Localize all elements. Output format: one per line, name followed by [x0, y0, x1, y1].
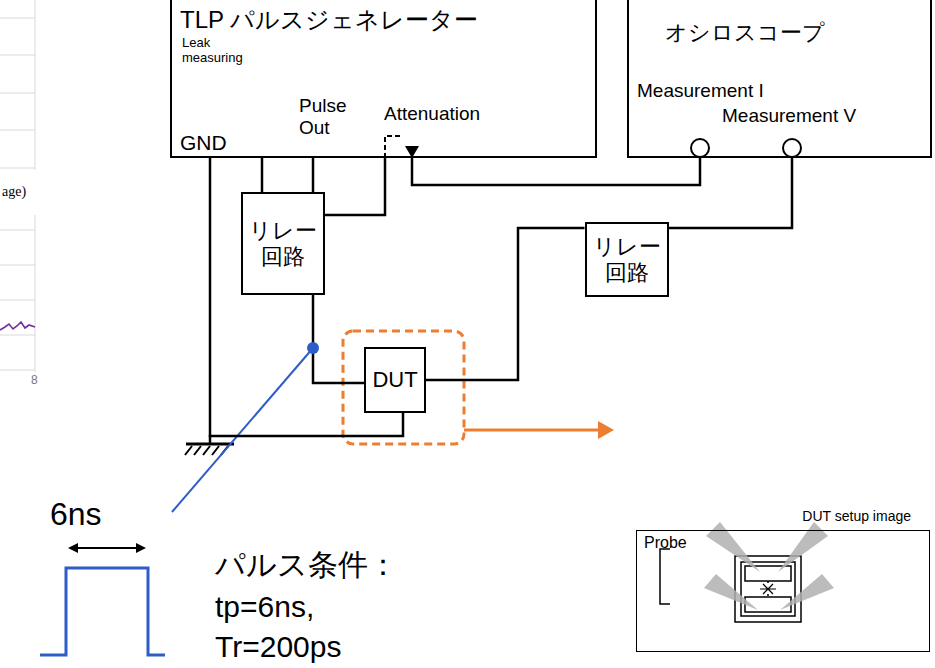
- chart-fragment: [0, 215, 35, 372]
- probe-needle: [704, 574, 758, 610]
- ground-symbol: [186, 443, 234, 446]
- box-caption: DUT setup image: [802, 508, 911, 524]
- ground-symbol: [185, 435, 234, 455]
- pulse-generator-box: TLP パルスジェネレーターLeak measuringGND Pulse Out…: [170, 0, 597, 158]
- probe-needle: [704, 522, 834, 610]
- box-label: リレー 回路: [593, 234, 661, 285]
- port-label: Attenuation: [384, 103, 480, 125]
- condition-value: tp=6ns,: [215, 590, 314, 625]
- wire: [210, 158, 403, 436]
- wire-line: [261, 158, 264, 192]
- wire-line: [210, 158, 403, 436]
- width-dimension: [136, 543, 146, 553]
- probe-label: Probe: [644, 534, 687, 552]
- wire: [426, 228, 585, 380]
- condition-value: Tr=200ps: [215, 630, 341, 665]
- box-title: TLP パルスジェネレーター: [180, 6, 478, 34]
- port-label: Pulse Out: [299, 95, 355, 139]
- chart-fragment: [0, 0, 35, 170]
- attenuation-symbol: [385, 136, 419, 158]
- chip-figure: [735, 556, 801, 622]
- wire-line: [669, 158, 793, 228]
- width-dimension: [76, 547, 138, 549]
- relay-box: リレー 回路: [241, 192, 325, 295]
- wire: [313, 158, 314, 192]
- wire-line: [312, 158, 315, 192]
- pulse-width-label: 6ns: [50, 496, 102, 533]
- probe-needle: [780, 574, 834, 610]
- tick-label: 8: [31, 374, 38, 388]
- wire: [325, 158, 385, 215]
- port-label: Leak measuring: [182, 36, 262, 66]
- wire: [313, 295, 364, 383]
- wire: [669, 158, 793, 228]
- axis-label: age): [2, 184, 26, 200]
- oscilloscope-box: オシロスコープ Measurement I Measurement V: [627, 0, 932, 158]
- wire: [412, 158, 700, 185]
- probe-terminal: [691, 139, 709, 157]
- chart-fragment: [0, 0, 35, 372]
- leader-line: [172, 348, 313, 512]
- callout-arrow: [598, 421, 614, 439]
- port-label: Measurement I: [637, 80, 764, 102]
- condition-heading: パルス条件：: [215, 548, 398, 583]
- probe-terminal: [691, 139, 801, 157]
- box-label: DUT: [372, 367, 417, 392]
- width-dimension: [68, 543, 146, 553]
- wire-line: [412, 158, 700, 185]
- callout-arrow: [464, 421, 614, 439]
- chip-figure: [735, 556, 801, 622]
- relay-box: リレー 回路: [585, 222, 669, 297]
- box-label: リレー 回路: [249, 218, 317, 269]
- probe-point-dot: [307, 342, 319, 354]
- wire-line: [325, 158, 385, 215]
- wire-line: [313, 295, 364, 383]
- chip-figure: [745, 597, 791, 612]
- port-label: GND: [180, 131, 227, 155]
- dut-box: DUT: [364, 347, 426, 413]
- setup-image-box: DUT setup imageProbe: [636, 530, 930, 652]
- wire-line: [426, 228, 585, 380]
- box-title: オシロスコープ: [665, 20, 825, 45]
- port-label: Measurement V: [722, 105, 856, 127]
- wire: [262, 158, 263, 192]
- callout-arrow: [464, 429, 600, 432]
- chip-figure: [760, 584, 776, 594]
- chip-figure: [745, 566, 791, 581]
- chart-trace: [0, 322, 35, 330]
- chip-figure: [741, 562, 795, 616]
- attenuation-symbol: [385, 136, 400, 158]
- probe-bracket: [660, 549, 670, 604]
- pulse-waveform: [40, 568, 165, 655]
- probe-bracket: [660, 549, 670, 604]
- width-dimension: [68, 543, 78, 553]
- probe-terminal: [783, 139, 801, 157]
